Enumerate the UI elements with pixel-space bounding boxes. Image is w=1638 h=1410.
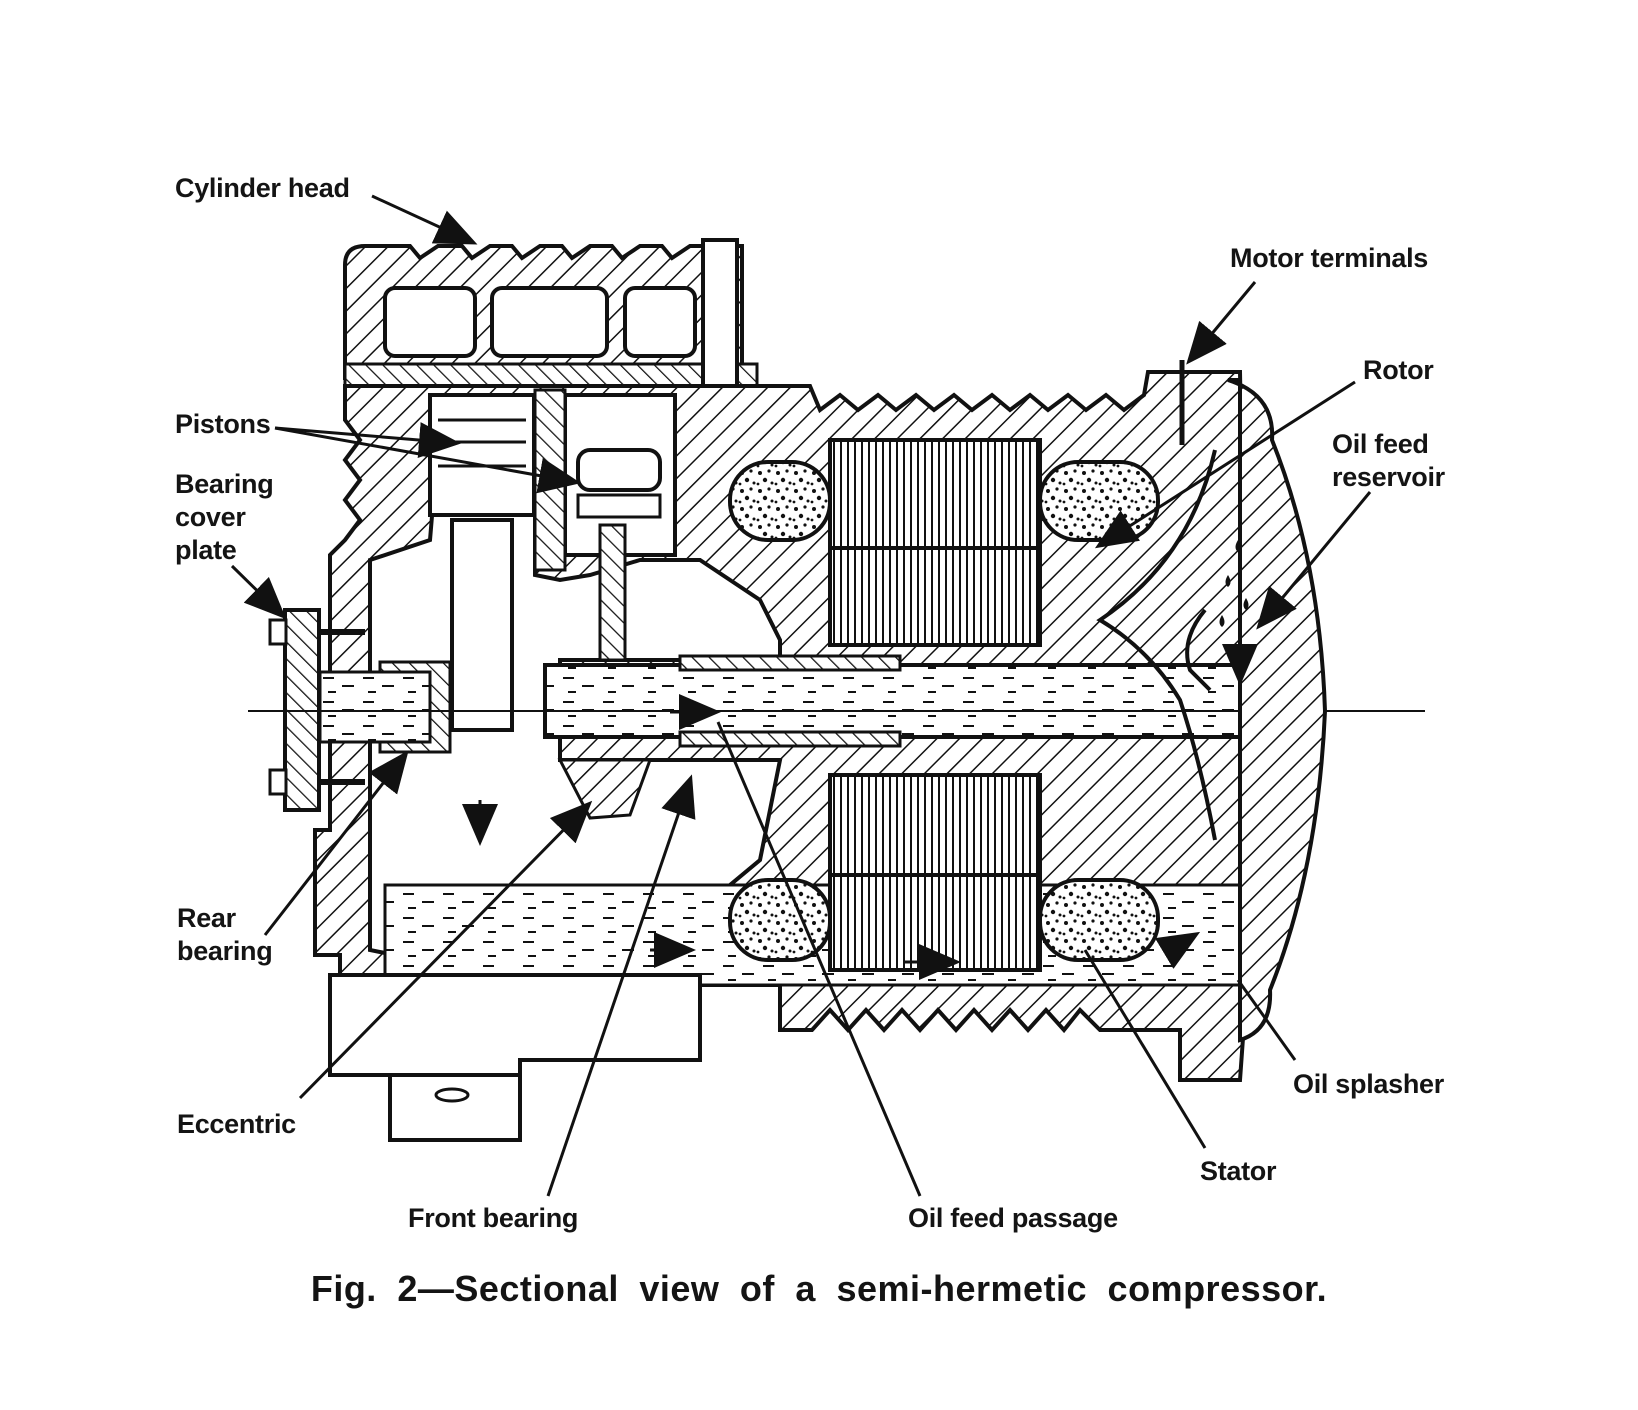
- label-oil-feed-passage: Oil feed passage: [908, 1203, 1118, 1233]
- label-oil-feed-reservoir: Oil feed reservoir: [1332, 429, 1445, 492]
- shaft: [543, 663, 1277, 739]
- label-bearing-cover-plate: Bearing cover plate: [175, 469, 274, 565]
- stator-winding-upper-left: [728, 460, 832, 542]
- label-front-bearing: Front bearing: [408, 1203, 579, 1233]
- label-stator: Stator: [1200, 1156, 1277, 1186]
- label-rotor: Rotor: [1363, 355, 1434, 385]
- end-cover: [1227, 378, 1328, 1043]
- label-eccentric: Eccentric: [177, 1109, 296, 1139]
- label-cylinder-head: Cylinder head: [175, 173, 350, 203]
- label-pistons: Pistons: [175, 409, 271, 439]
- figure-caption: Fig. 2—Sectional view of a semi-hermetic…: [310, 1268, 1328, 1309]
- label-rear-bearing: Rear bearing: [177, 903, 273, 966]
- leader-lines: [230, 194, 1372, 1197]
- label-oil-splasher: Oil splasher: [1293, 1069, 1444, 1099]
- label-motor-terminals: Motor terminals: [1230, 243, 1429, 273]
- rotor-core: [828, 438, 1042, 647]
